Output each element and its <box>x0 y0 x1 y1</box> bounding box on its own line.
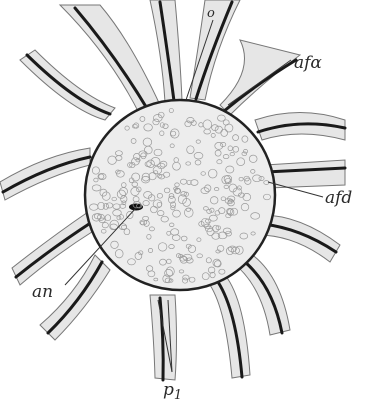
label-p1-main: p <box>163 380 174 400</box>
disc-body <box>85 100 275 290</box>
label-p1-sub: 1 <box>174 388 182 403</box>
central-disc <box>85 100 275 290</box>
label-o: o <box>207 6 215 21</box>
label-afa: afα <box>294 53 322 73</box>
arm-left <box>0 148 90 200</box>
label-p1: p1 <box>163 380 182 403</box>
label-afd: afd <box>325 188 352 208</box>
arm-right <box>265 160 345 188</box>
arm-top-right <box>190 0 240 100</box>
arm-bottom-right-2 <box>210 275 250 378</box>
label-an: an <box>32 282 53 302</box>
